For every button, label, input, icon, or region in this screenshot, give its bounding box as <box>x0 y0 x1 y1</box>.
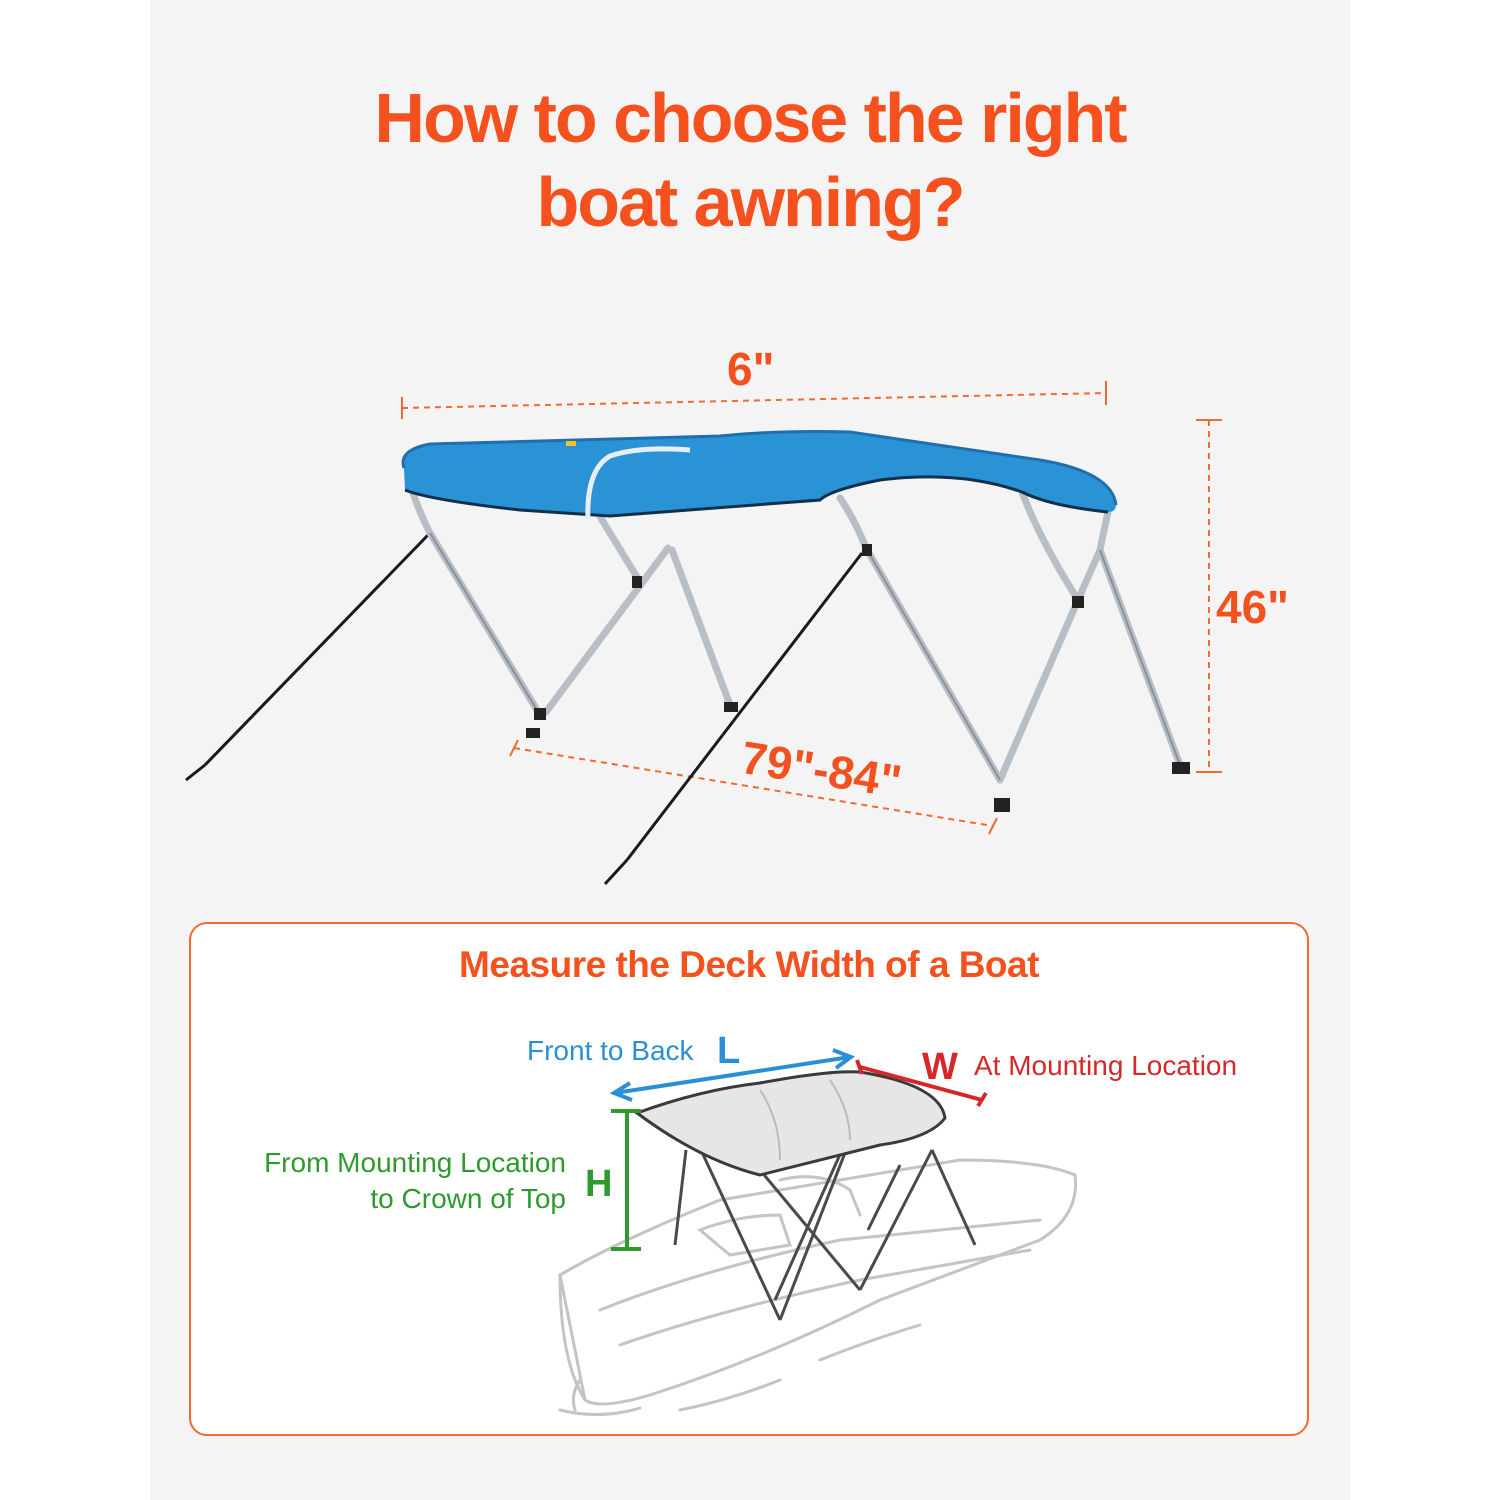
measure-card <box>189 922 1309 1436</box>
length-dimension-line <box>509 739 998 835</box>
canopy-fabric <box>401 430 1118 521</box>
canopy-sketch <box>633 1070 947 1177</box>
height-dimension-line <box>1196 419 1222 773</box>
at-mounting-location-label: At Mounting Location <box>974 1050 1238 1081</box>
bimini-frame-sketch <box>673 1139 977 1321</box>
width-dimension-label: 6" <box>727 343 775 395</box>
height-arrow <box>611 1109 641 1251</box>
height-dimension-label: 46" <box>1216 581 1289 633</box>
page-title-line1: How to choose the right <box>374 79 1127 157</box>
front-to-back-label: Front to Back <box>527 1035 694 1066</box>
length-arrow <box>609 1048 856 1102</box>
from-mounting-line1: From Mounting Location <box>264 1147 566 1178</box>
width-dimension-line <box>401 381 1107 419</box>
width-arrow <box>855 1059 988 1108</box>
height-letter-label: H <box>585 1163 613 1205</box>
from-mounting-line2: to Crown of Top <box>370 1183 566 1214</box>
from-mounting-location-label: From Mounting Location to Crown of Top <box>246 1145 566 1217</box>
page-title-line2: boat awning? <box>536 163 965 241</box>
width-letter-label: W <box>922 1046 958 1088</box>
boat-hull-sketch <box>558 1158 1078 1416</box>
length-letter-label: L <box>717 1030 741 1072</box>
mounting-feet <box>526 544 1190 812</box>
tie-down-straps <box>185 533 864 886</box>
measure-card-title: Measure the Deck Width of a Boat <box>459 944 1039 985</box>
